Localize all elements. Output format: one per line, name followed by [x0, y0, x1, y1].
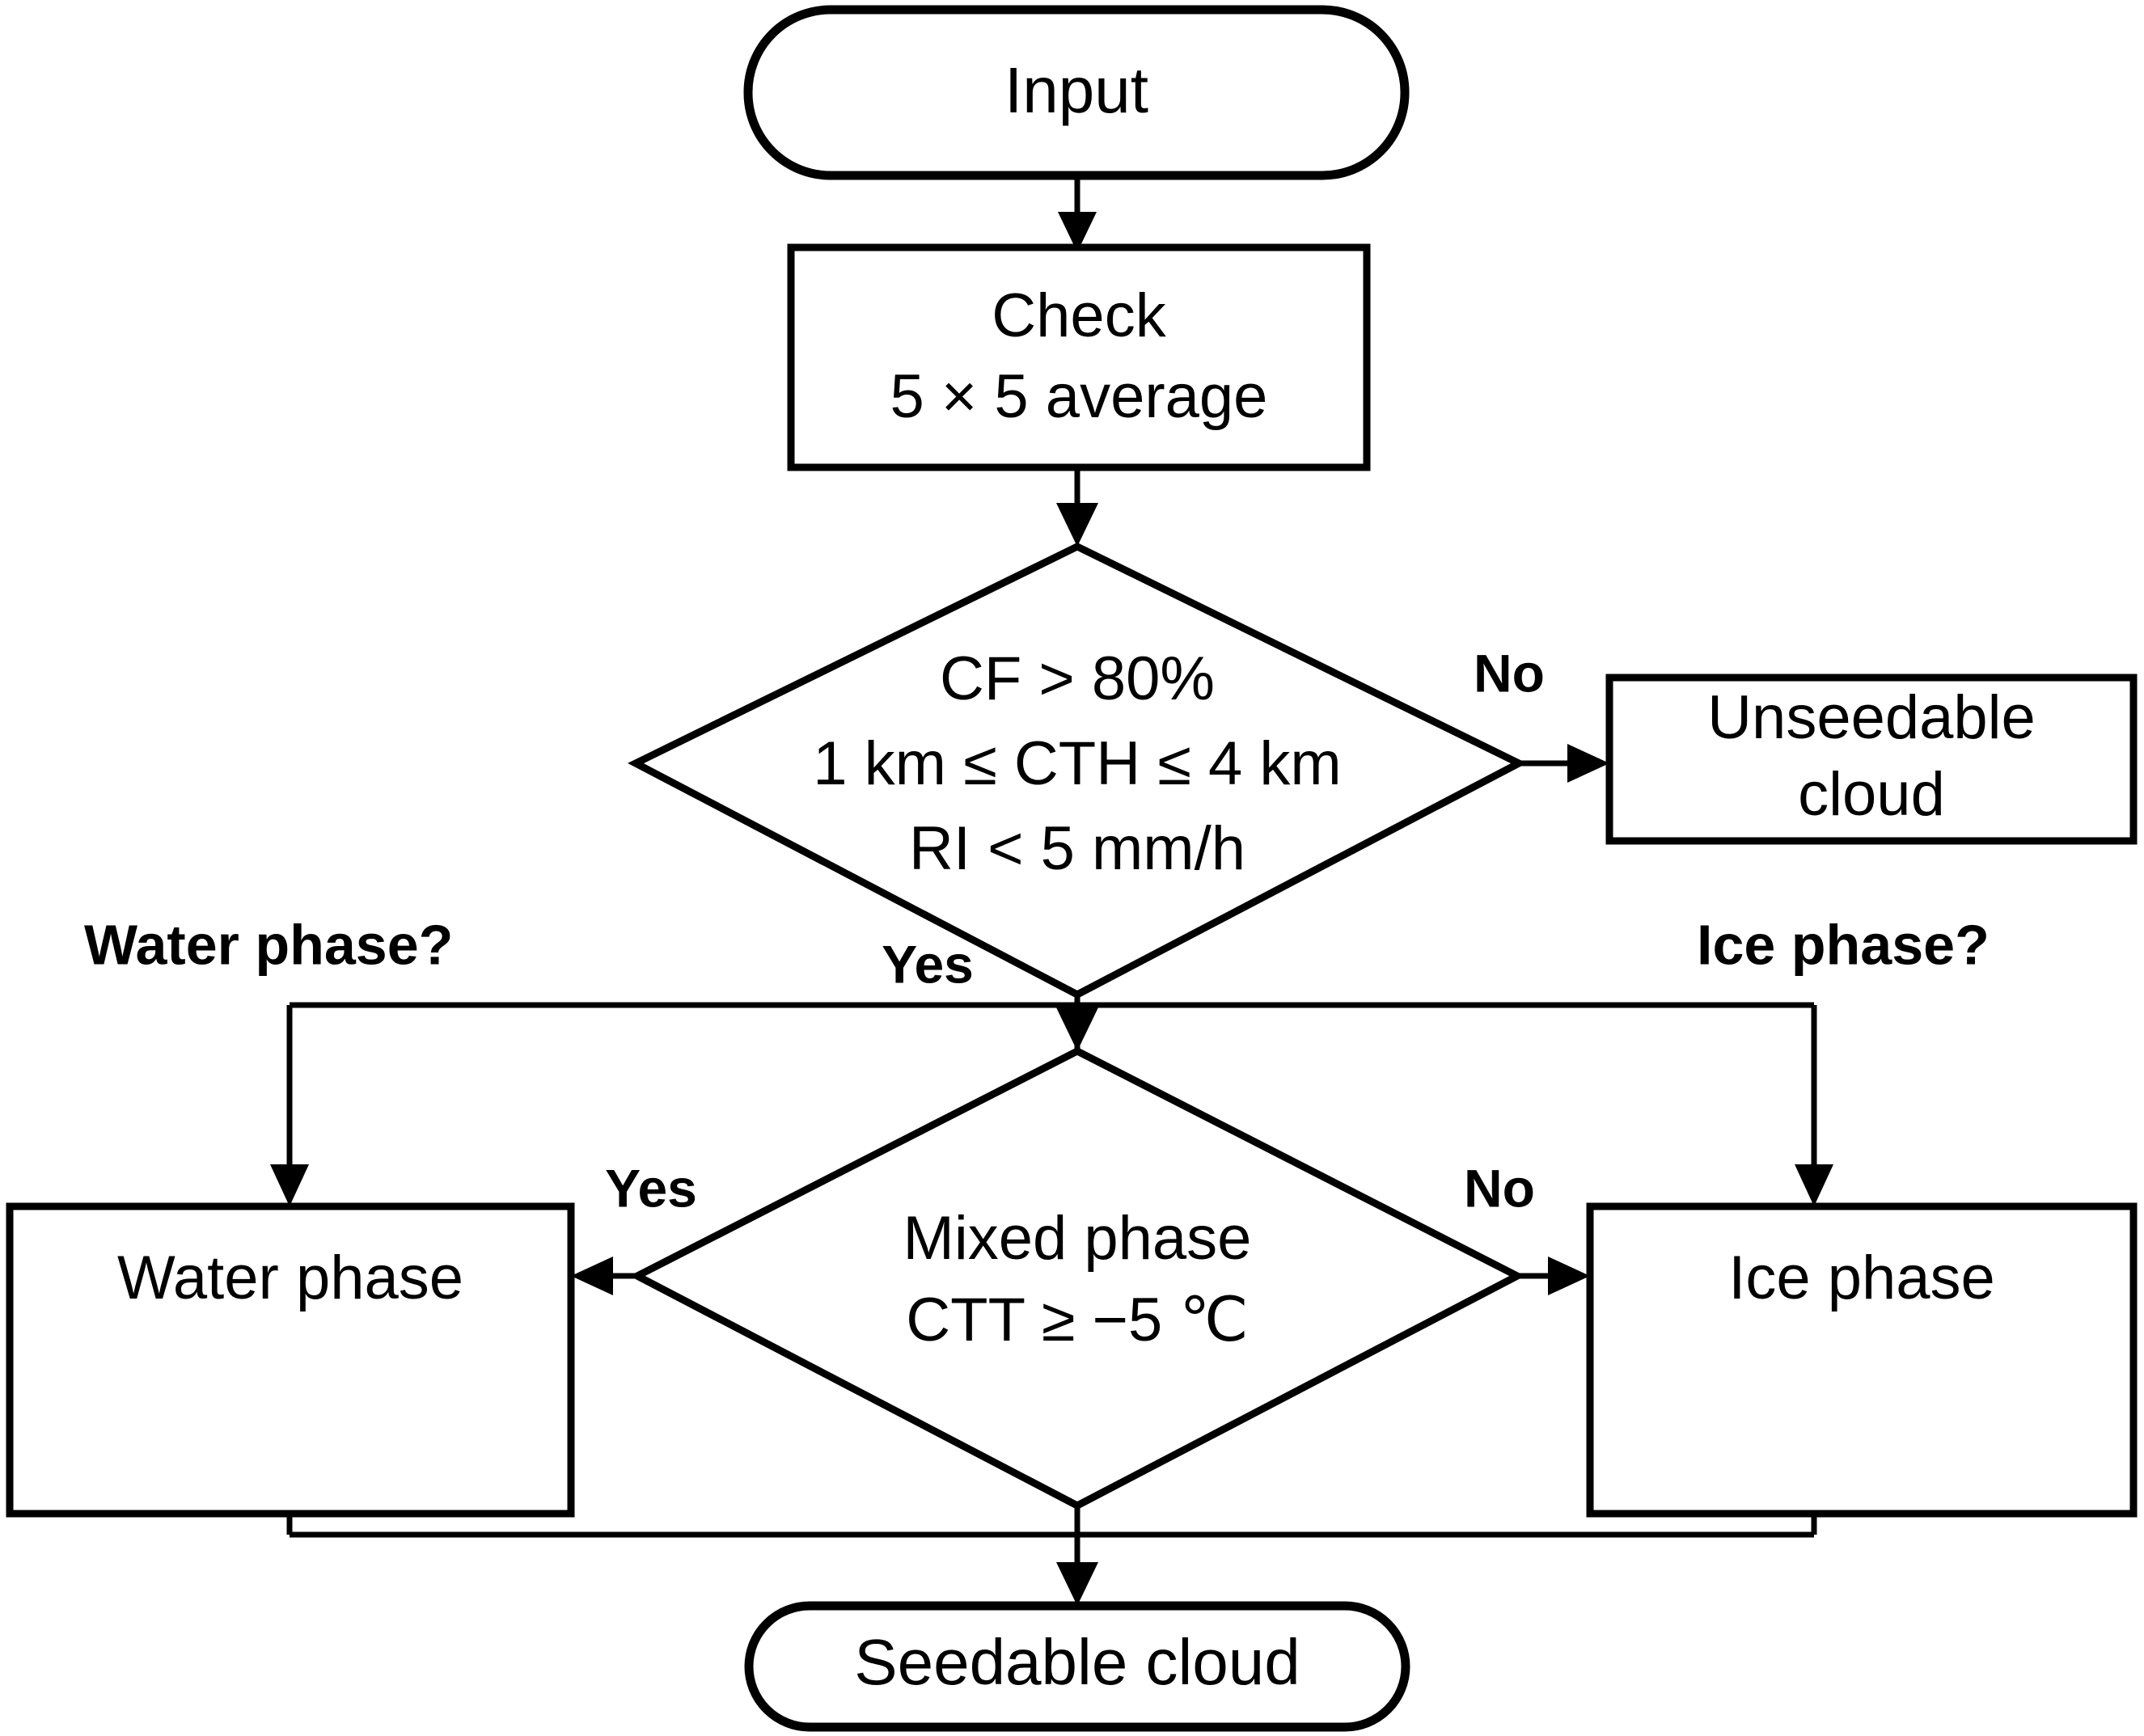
node-criteria[interactable]: CF > 80% 1 km ≤ CTH ≤ 4 km RI < 5 mm/h	[628, 542, 1527, 999]
arrowhead-icon	[1056, 503, 1098, 547]
arrowhead-icon	[571, 1257, 613, 1295]
arrowhead-icon	[1056, 1007, 1098, 1051]
ice-phase-label: Ice phase	[1728, 1244, 1995, 1312]
water-phase-label: Water phase	[117, 1244, 463, 1312]
input-shape	[743, 5, 1410, 180]
node-mixed-phase[interactable]: Mixed phase CTT ≥ −5 ℃	[629, 1046, 1525, 1510]
seedable-label: Seedable cloud	[854, 1626, 1300, 1698]
node-unseedable-cloud[interactable]: Unseedable cloud	[1605, 674, 2138, 845]
edge-mixed-yes-to-water	[571, 1257, 637, 1295]
arrowhead-icon	[1056, 1562, 1098, 1606]
unseedable-shape	[1605, 674, 2138, 845]
unseedable-label-line2: cloud	[1798, 760, 1945, 829]
criteria-label-line3: RI < 5 mm/h	[909, 814, 1245, 883]
seedable-shape	[744, 1601, 1410, 1732]
edge-label-criteria-no: No	[1474, 643, 1545, 703]
edge-label-criteria-yes: Yes	[882, 934, 974, 994]
mixed-label-line1: Mixed phase	[903, 1204, 1252, 1273]
check-label-line1: Check	[992, 281, 1166, 350]
node-check[interactable]: Check 5 × 5 average	[787, 243, 1371, 471]
arrowhead-icon	[270, 1164, 309, 1206]
edge-mixed-no-to-ice	[1517, 1257, 1590, 1295]
mixed-shape	[629, 1046, 1525, 1510]
edge-check-to-criteria	[1056, 469, 1098, 547]
water-phase-shape	[6, 1202, 575, 1518]
node-ice-phase[interactable]: Ice phase	[1586, 1202, 2138, 1518]
edge-label-mixed-no: No	[1464, 1158, 1535, 1218]
arrowhead-icon	[1548, 1257, 1590, 1295]
edge-merge-to-seedable	[286, 1506, 1817, 1606]
edge-input-to-check	[1058, 176, 1097, 252]
input-label: Input	[1004, 54, 1148, 126]
check-shape	[787, 243, 1371, 471]
criteria-label-line1: CF > 80%	[940, 644, 1215, 713]
arrowhead-icon	[1058, 212, 1097, 252]
node-water-phase[interactable]: Water phase	[6, 1202, 575, 1518]
check-label-line2: 5 × 5 average	[890, 362, 1268, 431]
node-seedable-cloud[interactable]: Seedable cloud	[744, 1601, 1410, 1732]
criteria-shape	[628, 542, 1527, 999]
arrowhead-icon	[1795, 1164, 1833, 1206]
edge-label-water-branch: Water phase?	[84, 913, 453, 976]
mixed-label-line2: CTT ≥ −5 ℃	[906, 1286, 1248, 1354]
node-input[interactable]: Input	[743, 5, 1410, 180]
ice-phase-shape	[1586, 1202, 2138, 1518]
arrowhead-icon	[1567, 744, 1609, 783]
edge-label-mixed-yes: Yes	[605, 1158, 697, 1218]
edge-label-ice-branch: Ice phase?	[1697, 913, 1990, 976]
criteria-label-line2: 1 km ≤ CTH ≤ 4 km	[813, 729, 1341, 798]
edge-criteria-yes-bus	[270, 995, 1833, 1206]
unseedable-label-line1: Unseedable	[1707, 683, 2036, 752]
